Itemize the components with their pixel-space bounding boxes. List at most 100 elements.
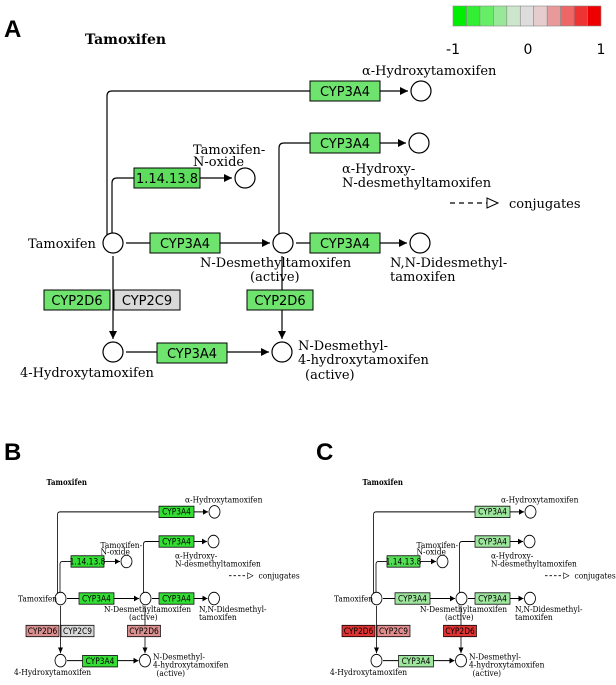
arrowhead: [58, 647, 63, 654]
compound-label-conjugates: conjugates: [259, 571, 300, 581]
enzyme-box-e6: [341, 624, 376, 638]
panel-letter-a: A: [4, 16, 21, 43]
compound-label-n-desm-2: (active): [129, 613, 158, 623]
reaction-edge: [57, 511, 208, 595]
enzyme-box-e3: [133, 167, 201, 189]
compound-label-n-oxide-2: N-oxide: [417, 547, 447, 557]
scale-cell: [479, 5, 494, 27]
enzyme-box-e7: [113, 289, 181, 311]
reaction-edge: [373, 511, 524, 595]
compound-label-n-oxide-2: N-oxide: [193, 155, 244, 170]
panel-letter-c: C: [316, 439, 333, 466]
compound-node-h4: [54, 653, 67, 668]
compound-label-n-desm-1: N-Desmethyltamoxifen: [104, 605, 191, 615]
compound-node-tam: [370, 591, 383, 606]
compound-node-ndesm: [272, 232, 294, 254]
enzyme-box-e2: [309, 132, 381, 154]
enzyme-label-e1: CYP3A4: [162, 507, 191, 517]
compound-node-noxide: [120, 554, 133, 569]
panel-letter-b: B: [4, 439, 21, 466]
enzyme-label-e9: CYP3A4: [167, 347, 217, 362]
enzyme-label-e4: CYP3A4: [82, 594, 111, 604]
reaction-edge: [59, 561, 120, 595]
scale-cell: [506, 5, 521, 27]
compound-label-didesm-1: N,N-Didesmethyl-: [199, 605, 267, 615]
arrowhead: [224, 174, 232, 182]
scale-cell: [533, 5, 548, 27]
enzyme-box-e7: [376, 624, 411, 638]
arrowhead: [142, 647, 148, 654]
enzyme-label-e6: CYP2D6: [28, 626, 57, 636]
enzyme-label-e4: CYP3A4: [398, 594, 427, 604]
compound-node-ndesm: [139, 591, 152, 606]
compound-label-n-desm-1: N-Desmethyltamoxifen: [420, 605, 507, 615]
compound-node-didesm: [409, 232, 431, 254]
conjugates-open-arrowhead: [486, 197, 500, 209]
compound-node-ahyd: [208, 505, 221, 519]
arrowhead: [450, 595, 455, 602]
enzyme-box-e4: [394, 592, 431, 605]
scale-cell: [466, 5, 481, 27]
compound-label-n-oxide-1: Tamoxifen-: [101, 540, 143, 550]
compound-label-didesm-1: N,N-Didesmethyl-: [515, 605, 583, 615]
enzyme-box-e8: [127, 624, 161, 638]
enzyme-box-e1: [309, 80, 381, 102]
reaction-edge: [278, 142, 406, 236]
reaction-edge: [375, 561, 436, 595]
arrowhead: [115, 558, 120, 565]
enzyme-box-e2: [474, 535, 511, 548]
compound-label-n-desm-1: N-Desmethyltamoxifen: [200, 256, 352, 271]
enzyme-label-e3: 1.14.13.8: [70, 557, 106, 567]
enzyme-box-e1: [158, 505, 195, 518]
compound-label-tamoxifen: Tamoxifen: [18, 594, 57, 604]
compound-label-alpha-hydroxy-desm-2: N-desmethyltamoxifen: [175, 559, 261, 569]
arrowhead: [278, 331, 286, 339]
compound-label-alpha-hydroxy: α-Hydroxytamoxifen: [185, 495, 262, 505]
enzyme-label-e1: CYP3A4: [478, 507, 507, 517]
arrowhead: [374, 647, 379, 654]
enzyme-label-e1: CYP3A4: [320, 85, 370, 100]
reaction-edge: [459, 541, 523, 595]
compound-node-endox: [139, 653, 151, 668]
enzyme-label-e2: CYP3A4: [478, 537, 507, 547]
arrowhead: [261, 348, 269, 356]
compound-node-ahdesm: [207, 534, 220, 549]
arrowhead: [518, 595, 524, 602]
scale-tick-zero: 0: [524, 42, 533, 58]
enzyme-label-e7: CYP2C9: [379, 626, 408, 636]
compound-label-didesm-1: N,N-Didesmethyl-: [390, 256, 507, 271]
enzyme-box-e8: [246, 289, 314, 311]
compound-label-alpha-hydroxy-desm-2: N-desmethyltamoxifen: [491, 559, 577, 569]
compound-node-noxide: [436, 554, 449, 569]
arrowhead: [133, 657, 139, 664]
compound-node-h4: [370, 653, 383, 668]
color-scale-legend: -1 0 1: [446, 5, 606, 58]
enzyme-box-e6: [43, 289, 111, 311]
enzyme-label-e7: CYP2C9: [63, 626, 92, 636]
compound-label-endox-2: 4-hydroxytamoxifen: [298, 353, 430, 368]
enzyme-box-e9: [156, 342, 228, 364]
enzyme-label-e7: CYP2C9: [122, 294, 172, 309]
enzyme-box-e8: [443, 624, 477, 638]
enzyme-box-e1: [474, 505, 511, 518]
compound-label-endox-2: 4-hydroxytamoxifen: [153, 660, 228, 670]
scale-cell: [573, 5, 588, 27]
arrowhead: [109, 331, 117, 339]
enzyme-box-e3: [386, 555, 421, 568]
enzyme-label-e2: CYP3A4: [162, 537, 191, 547]
arrowhead: [398, 139, 406, 147]
enzyme-box-e4: [78, 592, 115, 605]
compound-node-endox: [271, 341, 293, 363]
compound-label-didesm-2: tamoxifen: [199, 613, 237, 623]
arrowhead: [202, 595, 208, 602]
compound-node-ahdesm: [523, 534, 536, 549]
compound-node-endox: [455, 653, 467, 668]
scale-tick-max: 1: [597, 42, 606, 58]
enzyme-label-e8: CYP2D6: [254, 294, 305, 309]
compound-label-hydroxy4: 4-Hydroxytamoxifen: [330, 667, 407, 677]
arrowhead: [518, 538, 523, 545]
scale-cell: [546, 5, 561, 27]
arrowhead: [519, 509, 524, 515]
